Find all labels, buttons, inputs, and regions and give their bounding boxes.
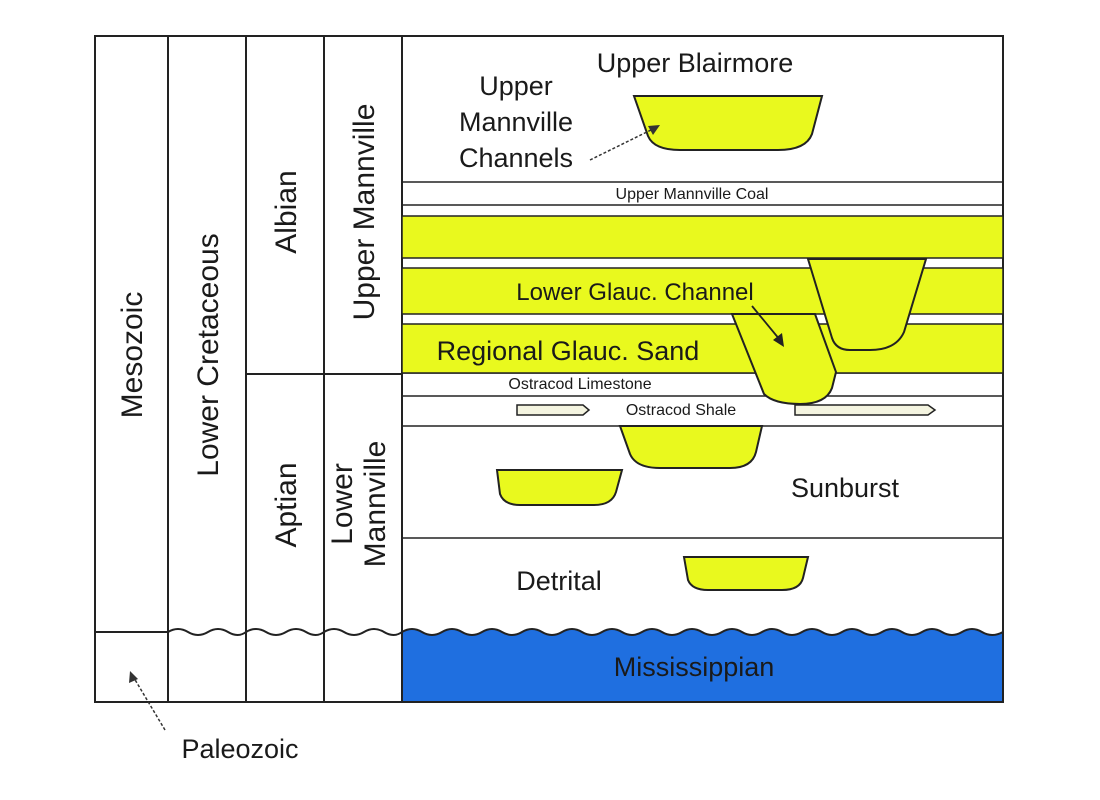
detrital-lens (682, 556, 810, 591)
upper-channels-label-line1: Upper (479, 71, 553, 101)
lower-glauc-channel-label: Lower Glauc. Channel (516, 279, 753, 306)
upper-blairmore-label: Upper Blairmore (597, 48, 794, 78)
era-label: Mesozoic (116, 292, 149, 419)
stage-lower-label: Aptian (270, 462, 303, 547)
detrital-label: Detrital (516, 566, 602, 596)
paleozoic-label: Paleozoic (181, 734, 298, 764)
mississippian-block (401, 628, 1004, 703)
epoch-label: Lower Cretaceous (192, 233, 225, 476)
mississippian-label: Mississippian (614, 652, 775, 682)
ostracod-shale-label: Ostracod Shale (626, 402, 736, 419)
sunburst-label: Sunburst (791, 473, 900, 503)
ostracod-shale-lens-left (516, 404, 591, 416)
paleozoic-arrowhead (129, 671, 138, 683)
unconformity-line-left (95, 628, 403, 636)
group-lower-label-line1: Lower (326, 463, 359, 545)
glauc-channel-right (806, 258, 928, 351)
lower-glauc-arrowhead (773, 333, 784, 347)
glauc-sand-band-upper (401, 215, 1004, 259)
regional-glauc-sand-label: Regional Glauc. Sand (437, 336, 700, 366)
stage-upper-label: Albian (270, 170, 303, 253)
upper-channels-label-line3: Channels (459, 143, 573, 173)
paleozoic-leader-arrow (133, 677, 166, 731)
group-lower-label-line2: Mannville (359, 441, 392, 568)
sunburst-lens-1 (618, 425, 764, 469)
ostracod-shale-lens-right (794, 404, 937, 416)
upper-mannville-channel-lens (632, 95, 824, 151)
lower-glauc-leader-arrow (751, 305, 781, 341)
upper-coal-label: Upper Mannville Coal (616, 186, 769, 203)
sunburst-lens-2 (495, 469, 624, 506)
upper-channels-label-line2: Mannville (459, 107, 573, 137)
ostracod-limestone-label: Ostracod Limestone (508, 376, 651, 393)
upper-channel-arrowhead (648, 125, 660, 135)
upper-channel-leader-arrow (589, 127, 656, 161)
glauc-channel-left (730, 313, 838, 406)
group-upper-label: Upper Mannville (348, 104, 381, 321)
